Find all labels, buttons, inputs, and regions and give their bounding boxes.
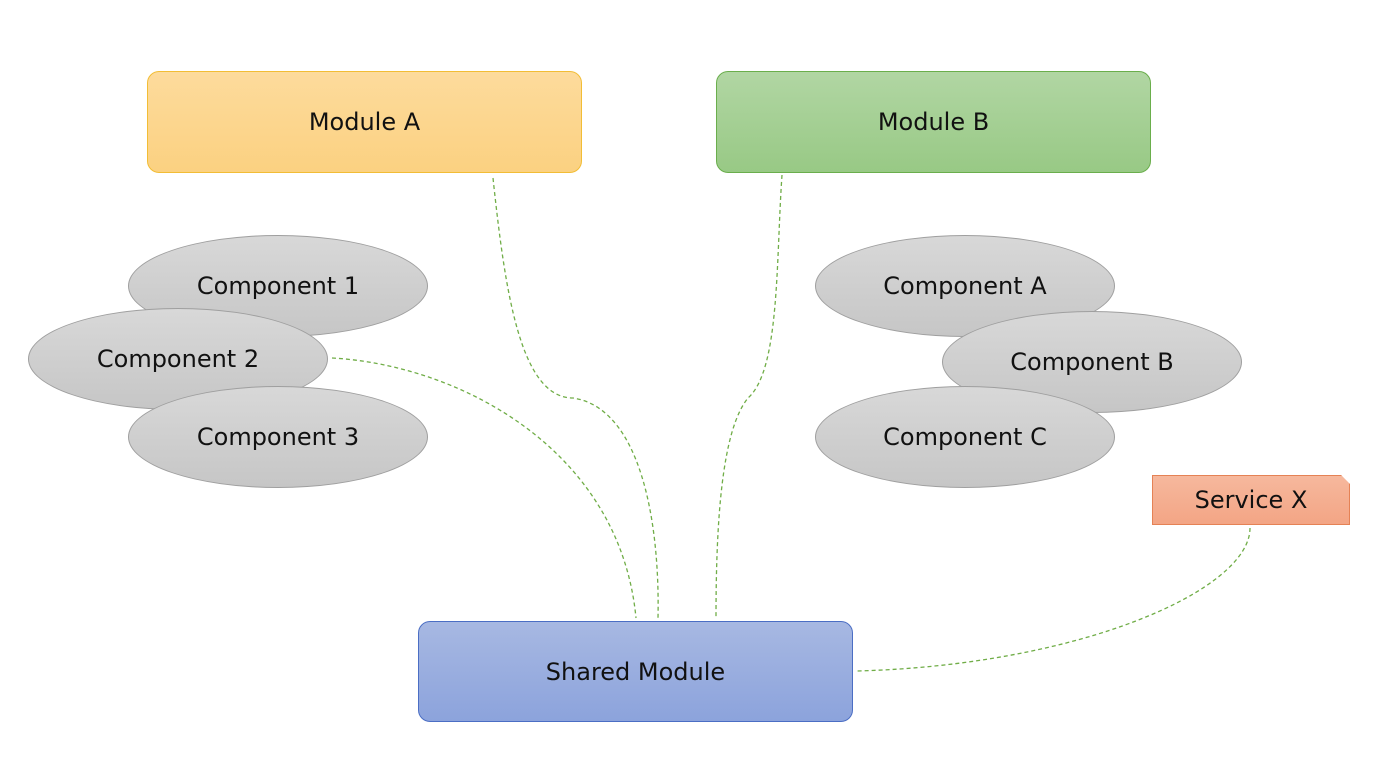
- connector-module-b-to-shared: [715, 174, 783, 619]
- component-2-label: Component 2: [96, 345, 260, 373]
- connector-module-a-to-shared: [492, 177, 659, 619]
- component-a-label: Component A: [883, 272, 1047, 300]
- shared-module-box: Shared Module: [418, 621, 853, 722]
- module-b-box: Module B: [716, 71, 1151, 173]
- component-b-label: Component B: [1010, 348, 1174, 376]
- module-a-label: Module A: [308, 108, 421, 136]
- component-1-label: Component 1: [196, 272, 360, 300]
- component-3-label: Component 3: [196, 423, 360, 451]
- module-b-label: Module B: [877, 108, 990, 136]
- component-3-ellipse: Component 3: [128, 386, 428, 488]
- connector-service-x-to-shared: [856, 527, 1251, 672]
- component-c-label: Component C: [883, 423, 1047, 451]
- component-c-ellipse: Component C: [815, 386, 1115, 488]
- service-x-box: Service X: [1152, 475, 1350, 525]
- module-a-box: Module A: [147, 71, 582, 173]
- connector-component-2-to-shared: [331, 357, 637, 619]
- shared-module-label: Shared Module: [545, 657, 726, 686]
- service-x-label: Service X: [1194, 486, 1308, 514]
